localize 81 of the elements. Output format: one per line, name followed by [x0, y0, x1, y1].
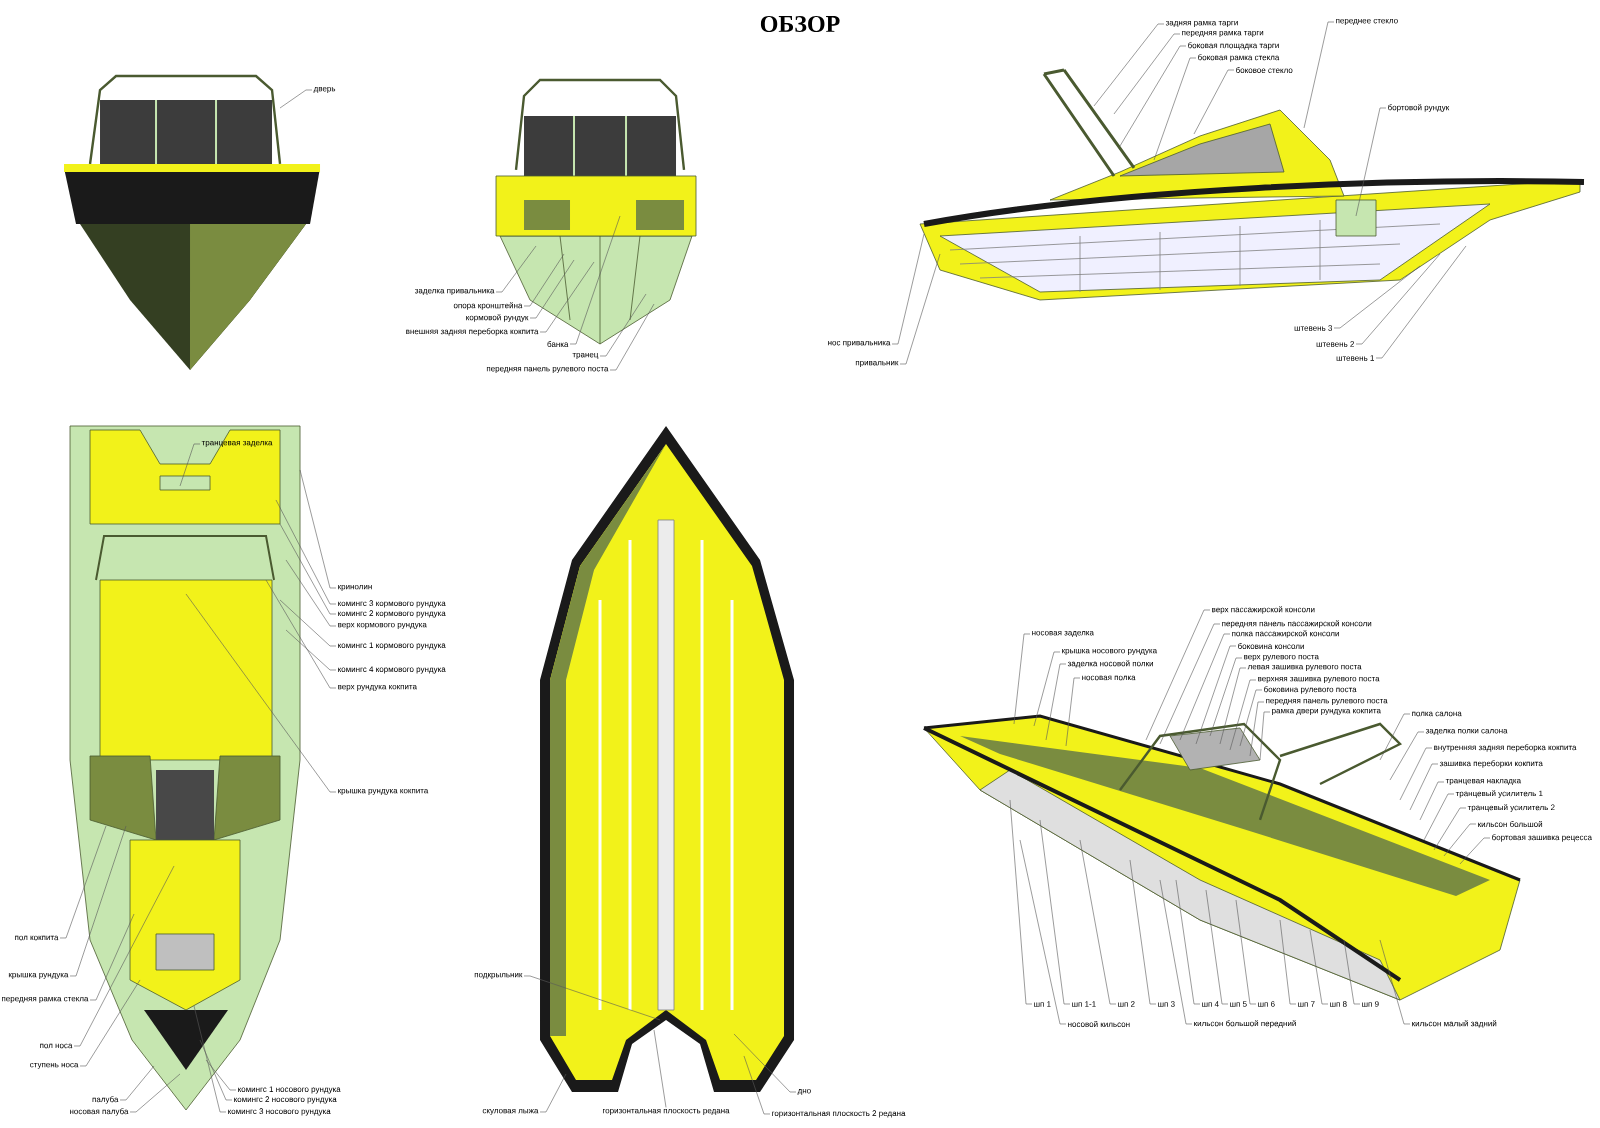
- leader-line: [523, 975, 661, 1021]
- leader-line: [89, 913, 135, 1001]
- leader-line: [1259, 711, 1271, 761]
- leader-line: [1379, 939, 1411, 1025]
- leader-line: [1113, 33, 1181, 115]
- leader-line: [1355, 253, 1441, 345]
- leader-line: [1219, 667, 1247, 745]
- leader-line: [1333, 265, 1421, 329]
- leader-line: [1409, 763, 1439, 811]
- leader-line: [1343, 939, 1361, 1005]
- leader-line: [279, 89, 313, 109]
- leader-line: [179, 443, 201, 487]
- boat-bottom-plan-drawing: [540, 426, 794, 1092]
- leader-line: [599, 293, 647, 357]
- boat-side-view-drawing: [919, 68, 1585, 301]
- leader-line: [69, 825, 127, 977]
- leader-line: [1065, 677, 1081, 747]
- leader-line: [205, 1059, 237, 1091]
- leader-line: [285, 629, 337, 671]
- leader-line: [653, 1029, 667, 1108]
- leader-line: [275, 499, 337, 605]
- leader-line: [1249, 701, 1265, 757]
- leader-line: [1303, 21, 1335, 129]
- leader-line: [1009, 799, 1033, 1005]
- leader-line: [1119, 45, 1187, 147]
- leader-line: [1375, 245, 1467, 359]
- leader-line: [609, 303, 655, 371]
- leader-line: [1193, 69, 1235, 135]
- leader-line: [1279, 919, 1297, 1005]
- leader-line: [1209, 657, 1243, 737]
- leader-line: [495, 245, 537, 293]
- leader-line: [1159, 623, 1221, 745]
- leader-line: [1179, 633, 1231, 741]
- leader-line: [1239, 689, 1263, 747]
- leader-line: [1235, 899, 1257, 1005]
- leader-line: [1039, 819, 1071, 1005]
- leader-line: [1013, 633, 1031, 725]
- leader-line: [1195, 645, 1237, 745]
- leader-line: [1389, 731, 1425, 781]
- leader-line: [1309, 929, 1329, 1005]
- leader-line: [1045, 663, 1067, 741]
- leader-line: [569, 215, 621, 345]
- leader-line: [539, 261, 595, 333]
- leader-line: [1019, 839, 1067, 1025]
- leader-line: [79, 979, 141, 1067]
- leader-line: [119, 1065, 155, 1101]
- leader-line: [1153, 57, 1197, 161]
- leader-line: [1159, 879, 1193, 1025]
- leader-line: [1423, 793, 1455, 841]
- leader-line: [1419, 781, 1445, 821]
- leader-line: [285, 559, 337, 627]
- leader-line: [743, 1055, 771, 1115]
- leader-line: [299, 469, 337, 589]
- leader-line: [1379, 713, 1411, 761]
- leader-line: [279, 523, 337, 615]
- leader-line: [1129, 859, 1157, 1005]
- leader-line: [1443, 823, 1477, 857]
- leader-line: [129, 1073, 181, 1113]
- leader-line: [193, 1005, 227, 1113]
- title: ОБЗОР: [760, 15, 840, 33]
- leader-line: [1205, 889, 1229, 1005]
- leader-line: [1399, 747, 1433, 801]
- leader-line: [59, 825, 107, 939]
- leader-line: [1459, 837, 1491, 865]
- leader-line: [1229, 679, 1257, 751]
- leader-line: [1079, 839, 1117, 1005]
- leader-line: [185, 593, 337, 793]
- leader-line: [1145, 609, 1211, 741]
- leader-line: [1033, 651, 1061, 727]
- leader-line: [199, 1039, 233, 1101]
- leader-line: [265, 579, 337, 689]
- leader-line: [539, 1073, 567, 1113]
- leader-line: [523, 253, 565, 307]
- leader-line: [1433, 807, 1467, 851]
- leader-line: [891, 233, 925, 345]
- leader-line: [1093, 23, 1165, 107]
- leader-line: [733, 1033, 797, 1093]
- leader-line: [529, 259, 575, 319]
- leader-line: [1175, 879, 1201, 1005]
- leader-line: [279, 599, 337, 647]
- leader-line: [899, 253, 941, 365]
